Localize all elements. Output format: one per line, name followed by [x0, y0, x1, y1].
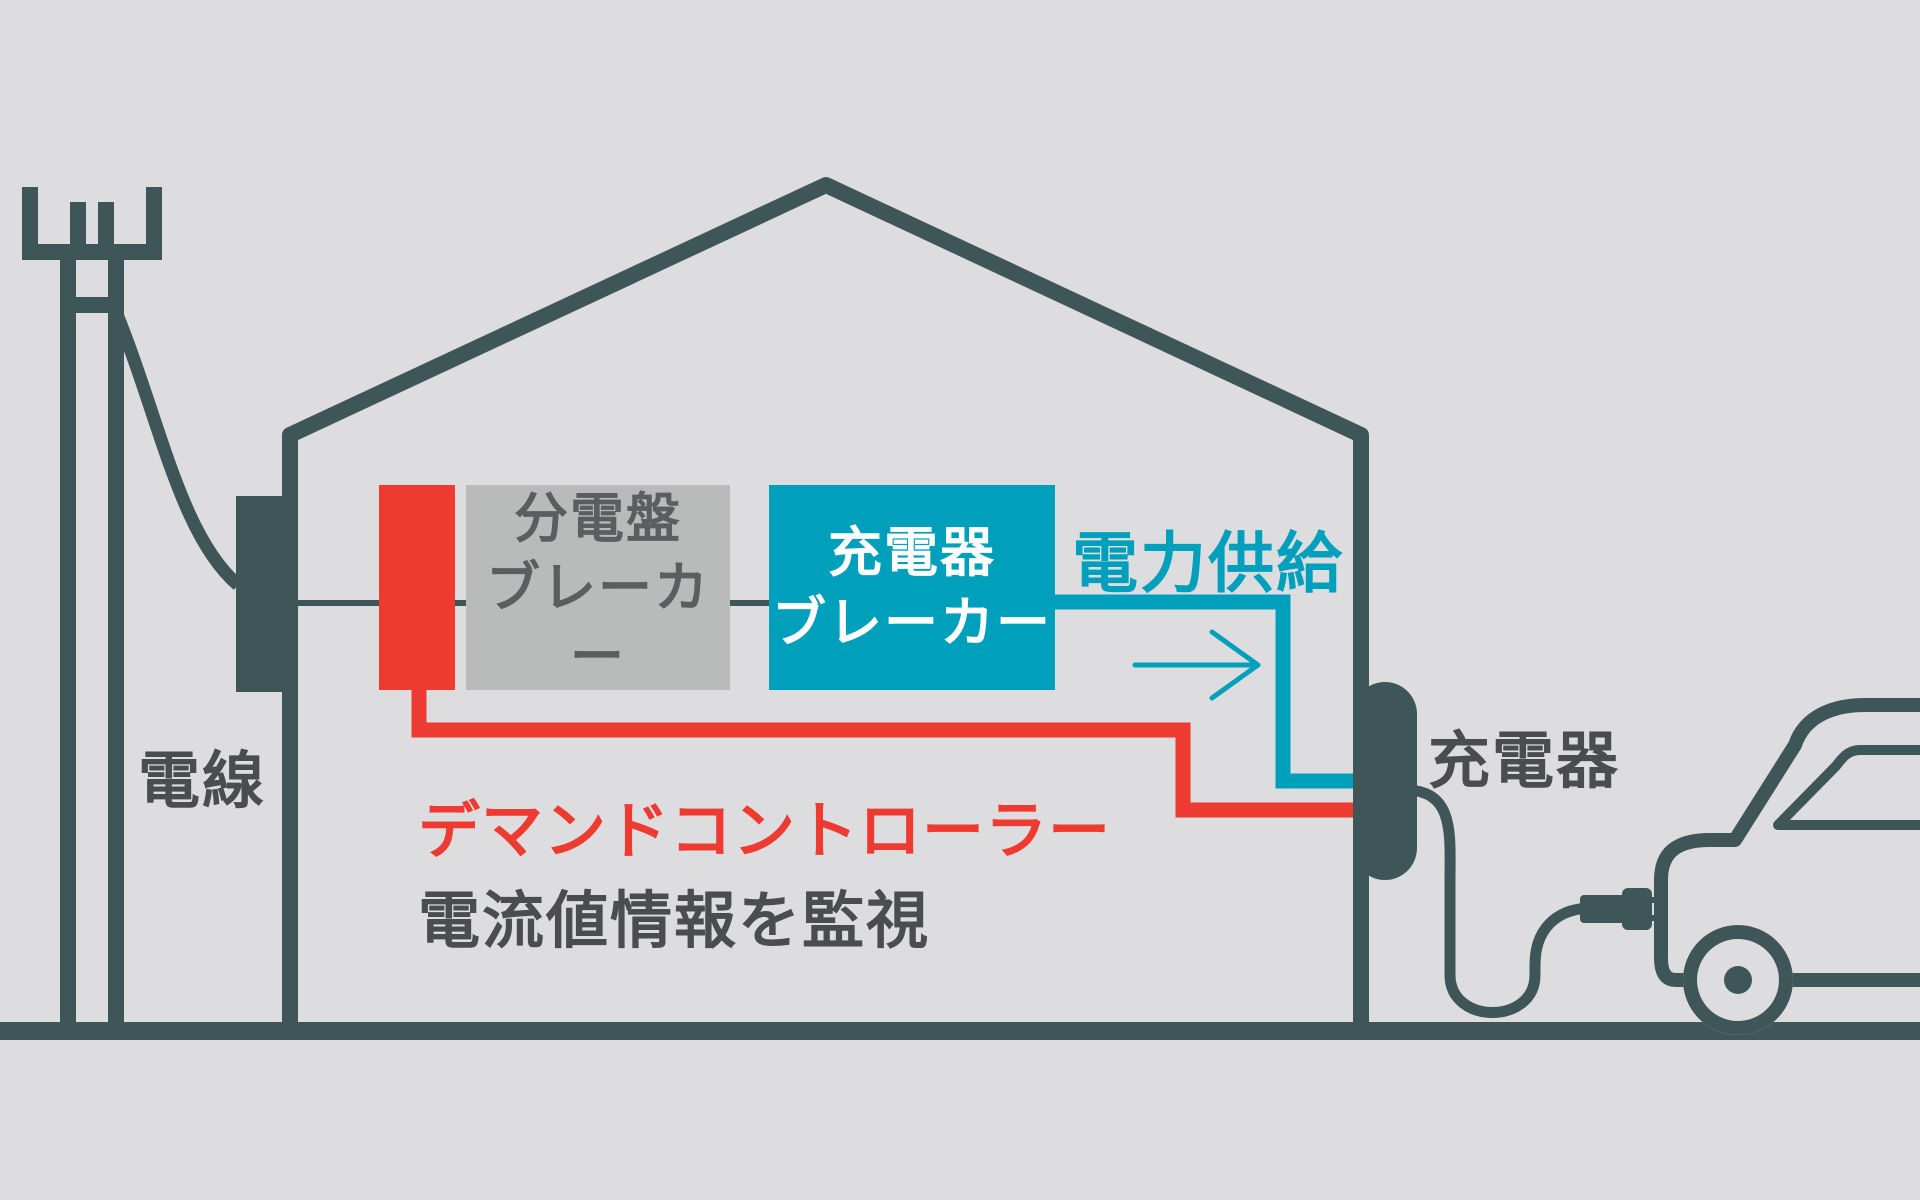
wall-charger-unit — [1353, 682, 1417, 880]
flow-arrow-icon — [1132, 629, 1261, 701]
charging-cable — [1404, 784, 1589, 1018]
monitor-label: 電流値情報を監視 — [418, 884, 931, 957]
charger-breaker-line2: ブレーカー — [772, 590, 1052, 654]
power-wire — [109, 309, 243, 590]
charger-breaker-label: 充電器 ブレーカー — [769, 485, 1055, 690]
distribution-panel-line2: ブレーカー — [486, 555, 710, 689]
charging-plug-icon — [1580, 888, 1668, 930]
electric-car-icon — [1654, 698, 1920, 1035]
distribution-panel-line1: 分電盤 — [514, 486, 682, 550]
distribution-panel-box — [466, 485, 730, 690]
wire-label: 電線 — [138, 744, 267, 817]
utility-pole-icon — [22, 187, 162, 1032]
demand-controller-block — [379, 485, 455, 690]
meter-box — [236, 496, 298, 692]
demand-controller-label: デマンドコントローラー — [418, 794, 1112, 867]
distribution-panel-label: 分電盤 ブレーカー — [466, 485, 730, 690]
charger-breaker-line1: 充電器 — [828, 521, 996, 585]
charger-breaker-box — [769, 485, 1055, 690]
power-supply-label: 電力供給 — [1072, 525, 1344, 602]
power-supply-line — [1055, 594, 1360, 789]
controller-signal-line — [411, 690, 1360, 818]
charger-label: 充電器 — [1428, 724, 1621, 797]
